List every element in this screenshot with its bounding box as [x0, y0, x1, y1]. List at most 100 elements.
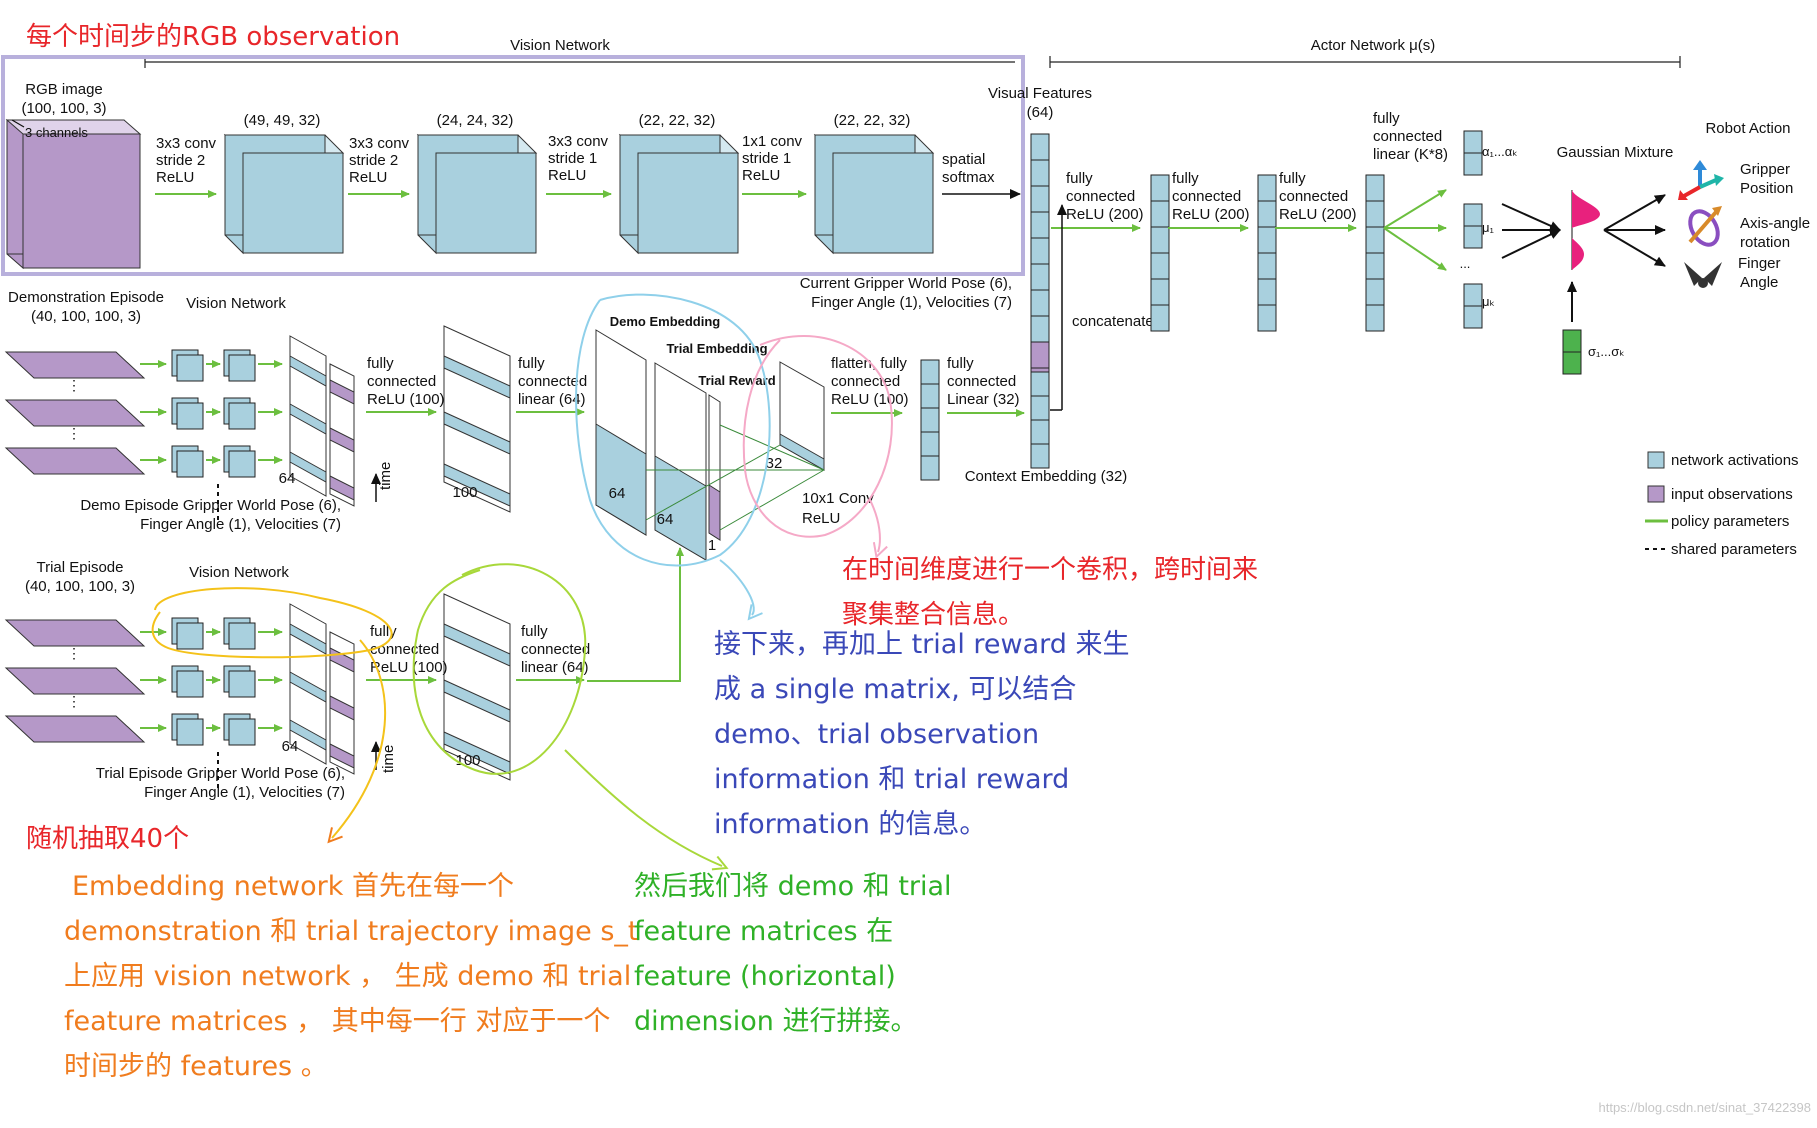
mixture-arrows: [1501, 194, 1666, 322]
dim-24: (24, 24, 32): [437, 112, 514, 129]
robot-action-label: Robot Action: [1705, 120, 1790, 137]
visual-features-vector: [1030, 133, 1050, 395]
sigma-label: σ₁...σₖ: [1588, 344, 1625, 359]
vector-cell: [1030, 133, 1050, 161]
vector-cell: [1365, 252, 1385, 280]
frame-ellipsis: ⋮: [67, 645, 81, 661]
vector-cell: [1030, 371, 1050, 397]
concat-connector: [1050, 204, 1067, 411]
yellow-circle: [151, 587, 393, 659]
demo-episode-frames: ⋮⋮: [4, 325, 585, 520]
conv-cube: [176, 354, 204, 382]
concat-demo-trial-note: 然后我们将 demo 和 trial feature matrices 在 fe…: [634, 871, 952, 1037]
vector-cell: [1257, 304, 1277, 332]
fc-matrix-band: [443, 679, 511, 723]
trial-episode-frames: ⋮⋮: [4, 593, 585, 788]
finger-angle-icon: [1684, 262, 1722, 288]
matrix-band: [289, 719, 327, 751]
legend-input-swatch: [1647, 485, 1665, 503]
trial-episode-dims: (40, 100, 100, 3): [25, 578, 135, 595]
embedding-network-note: Embedding network 首先在每一个 demonstration 和…: [64, 871, 639, 1082]
axis-angle-icon: [1688, 206, 1722, 247]
vector-cell: [1257, 226, 1277, 254]
conv-cube: [176, 718, 204, 746]
vector-cell: [1030, 395, 1050, 421]
vector-cell: [920, 407, 940, 433]
vector-cell: [1463, 130, 1483, 154]
gaussian-curve: [1571, 190, 1600, 270]
mu-dots: ...: [1460, 256, 1471, 271]
matrix-band: [289, 671, 327, 703]
vector-cell: [920, 431, 940, 457]
embed-1: 1: [708, 537, 716, 554]
actor-arrows: [1051, 189, 1447, 271]
rgb-image-stack: [5, 118, 142, 270]
conv-cube: [176, 450, 204, 478]
episode-frame: [4, 619, 146, 647]
rgb-observation-note: 每个时间步的RGB observation: [26, 22, 401, 52]
trial-episode-title: Trial Episode: [37, 559, 124, 576]
actor-fc1-vector: [1150, 174, 1170, 332]
vector-cell: [1030, 159, 1050, 187]
alpha-label: α₁...αₖ: [1482, 144, 1518, 159]
blue-arrow: [719, 559, 763, 621]
episode-frame: [4, 399, 146, 427]
frame-ellipsis: ⋮: [67, 377, 81, 393]
vector-cell: [1030, 263, 1050, 291]
vector-cell: [1150, 200, 1170, 228]
trial-embedding-matrix: [654, 362, 707, 561]
embed-64b: 64: [657, 511, 674, 528]
vision-network-frame: [1, 55, 1025, 276]
vector-cell: [1463, 283, 1483, 307]
conv-block-3: [618, 133, 740, 255]
fc-matrix-band: [443, 623, 511, 667]
vision-network-header: Vision Network: [510, 37, 610, 54]
conv-cube: [228, 718, 256, 746]
visual-features-dim: (64): [1027, 104, 1054, 121]
demo-episode-title: Demonstration Episode: [8, 289, 164, 306]
embed-32: 32: [766, 455, 783, 472]
legend-activation-swatch: [1647, 451, 1665, 469]
single-matrix-note: 接下来，再加上 trial reward 来生 成 a single matri…: [714, 629, 1130, 840]
vector-cell: [1030, 211, 1050, 239]
conv-block-1: [223, 133, 345, 255]
conv-cube: [228, 354, 256, 382]
vector-cell: [1150, 252, 1170, 280]
vector-cell: [1463, 305, 1483, 329]
temporal-conv-output: [779, 361, 825, 471]
rgb-dims-label: (100, 100, 3): [21, 100, 106, 117]
dim-49: (49, 49, 32): [244, 112, 321, 129]
sigma-vector: [1562, 329, 1582, 375]
vector-cell: [1257, 252, 1277, 280]
demo-gripper-label: Demo Episode Gripper World Pose (6),Fing…: [80, 497, 341, 533]
conv-block-4: [813, 133, 935, 255]
legend-policy: policy parameters: [1671, 513, 1789, 530]
vector-cell: [1030, 237, 1050, 265]
conv-cube: [176, 622, 204, 650]
vector-cell: [1030, 419, 1050, 445]
episode-frame: [4, 667, 146, 695]
concatenate-label: concatenate: [1072, 313, 1154, 330]
conv-cube: [228, 622, 256, 650]
sample-40-note: 随机抽取40个: [26, 824, 190, 854]
matrix-band: [289, 403, 327, 435]
visual-features-label: Visual Features: [988, 85, 1092, 102]
vector-cell: [1365, 200, 1385, 228]
conv-cube: [176, 670, 204, 698]
vector-cell: [1257, 200, 1277, 228]
gripper-band: [329, 695, 355, 721]
episode-frame: [4, 715, 146, 743]
vector-cell: [1150, 226, 1170, 254]
